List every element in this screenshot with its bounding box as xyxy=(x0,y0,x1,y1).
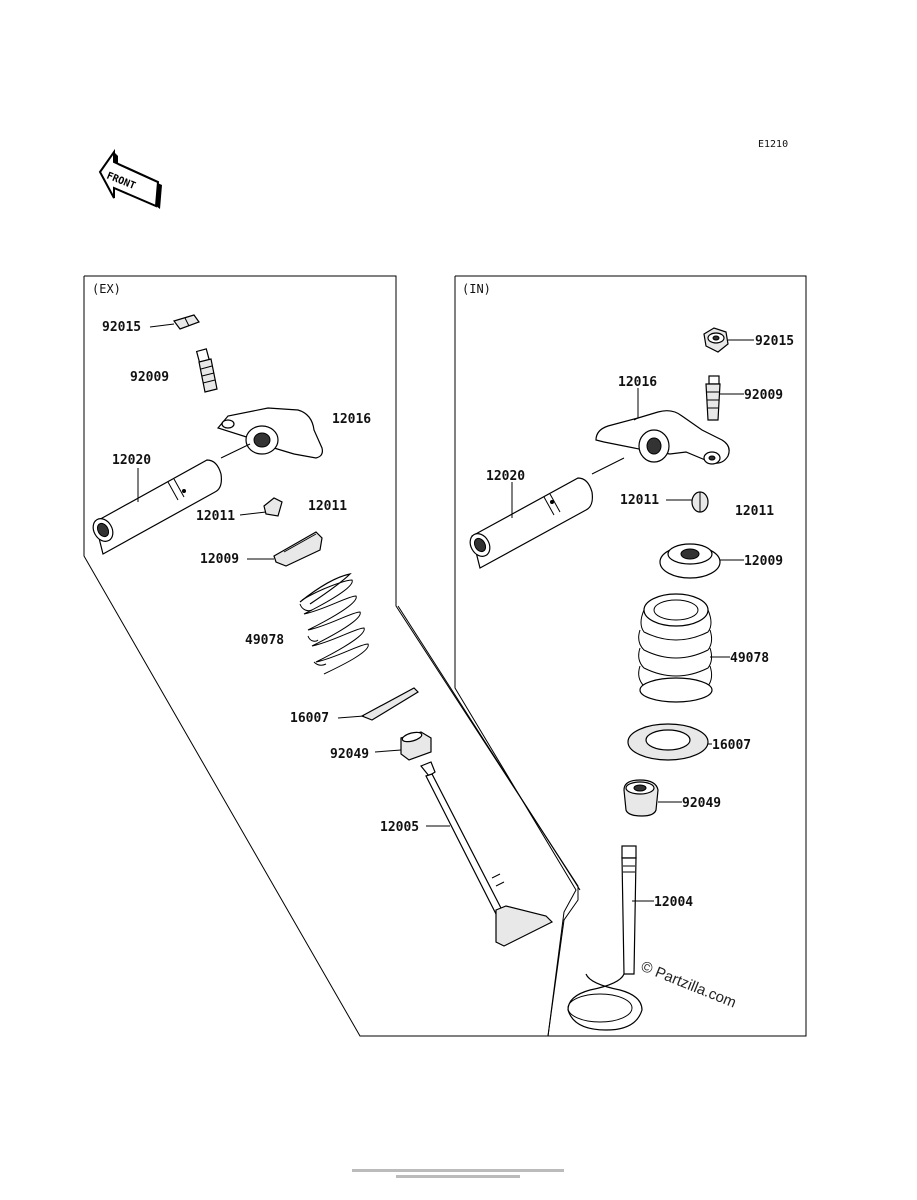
ex-part-12011-drawing xyxy=(263,497,283,517)
watermark: © Partzilla.com xyxy=(639,958,739,1012)
section-label-in: (IN) xyxy=(462,282,491,296)
ex-part-label-92009: 92009 xyxy=(130,370,169,385)
in-part-label-12016: 12016 xyxy=(618,375,657,390)
ex-part-label-92015: 92015 xyxy=(102,320,141,335)
ex-part-label-92049: 92049 xyxy=(330,747,369,762)
in-part-16007-drawing xyxy=(627,723,709,761)
ex-part-16007-drawing xyxy=(360,687,419,721)
in-part-label-92009: 92009 xyxy=(744,388,783,403)
section-label-ex: (EX) xyxy=(92,282,121,296)
ex-part-label-12009: 12009 xyxy=(200,552,239,567)
ex-part-12020-drawing xyxy=(92,443,251,555)
in-part-label-92049: 92049 xyxy=(682,796,721,811)
in-part-label-12011-a: 12011 xyxy=(620,493,659,508)
footer-fine-print-2 xyxy=(396,1175,520,1178)
in-part-92049-drawing xyxy=(623,779,659,817)
ex-part-12009-drawing xyxy=(273,531,323,567)
in-part-label-12020: 12020 xyxy=(486,469,525,484)
in-part-12011-drawing xyxy=(691,491,709,513)
ex-part-92015-drawing xyxy=(173,314,200,330)
diagram-code: E1210 xyxy=(758,139,788,150)
ex-part-49078-drawing xyxy=(299,573,369,675)
ex-part-label-12020: 12020 xyxy=(112,453,151,468)
in-part-label-12004: 12004 xyxy=(654,895,693,910)
in-part-49078-drawing xyxy=(638,593,713,703)
in-part-label-92015: 92015 xyxy=(755,334,794,349)
in-part-12016-drawing xyxy=(595,410,730,465)
ex-part-label-12005: 12005 xyxy=(380,820,419,835)
footer-fine-print xyxy=(352,1169,564,1172)
ex-inner-rule xyxy=(397,605,581,891)
ex-part-label-16007: 16007 xyxy=(290,711,329,726)
ex-part-label-12011-b: 12011 xyxy=(308,499,347,514)
ex-part-12016-drawing xyxy=(216,407,323,459)
ex-part-12005-drawing xyxy=(420,761,554,947)
in-part-12020-drawing xyxy=(469,457,625,569)
in-part-label-49078: 49078 xyxy=(730,651,769,666)
ex-part-label-12016: 12016 xyxy=(332,412,371,427)
ex-part-92009-drawing xyxy=(195,348,218,393)
in-part-12009-drawing xyxy=(659,543,721,579)
ex-part-92049-drawing xyxy=(400,731,432,761)
in-panel-border xyxy=(454,275,807,1037)
in-part-label-16007: 16007 xyxy=(712,738,751,753)
in-part-12004-drawing xyxy=(567,845,643,1031)
ex-panel-border xyxy=(83,275,579,1037)
in-part-92015-drawing xyxy=(703,327,729,353)
front-arrow-icon: FRONT xyxy=(98,148,162,209)
in-part-92009-drawing xyxy=(705,375,721,421)
in-part-label-12009: 12009 xyxy=(744,554,783,569)
in-part-label-12011-b: 12011 xyxy=(735,504,774,519)
ex-part-label-12011-a: 12011 xyxy=(196,509,235,524)
ex-part-label-49078: 49078 xyxy=(245,633,284,648)
